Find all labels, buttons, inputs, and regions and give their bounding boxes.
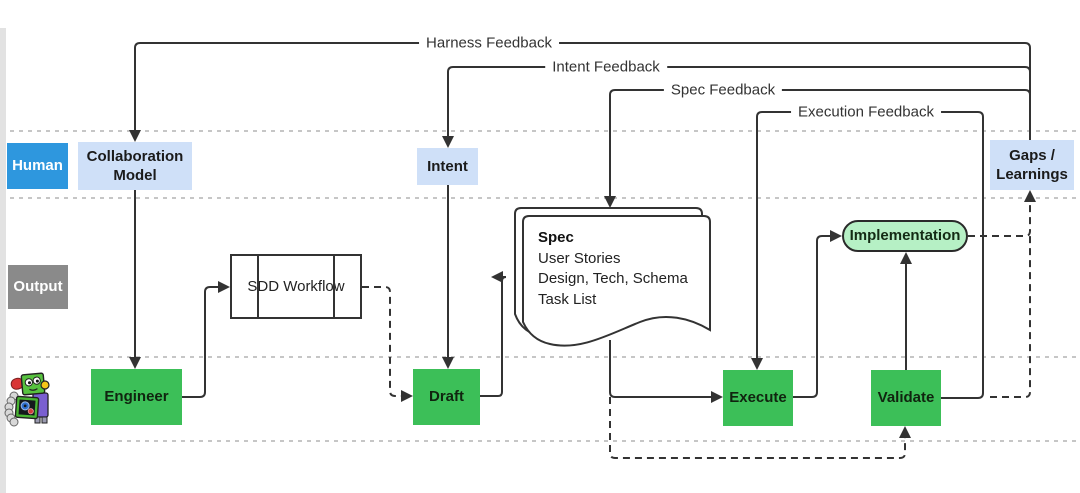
node-validate: Validate — [871, 370, 941, 426]
robot-icon — [4, 372, 50, 427]
edge-engineer-to-sdd — [182, 281, 230, 398]
node-engineer: Engineer — [91, 369, 182, 425]
lane-label-human: Human — [7, 143, 68, 189]
node-execute: Execute — [723, 370, 793, 426]
spec-line: Design, Tech, Schema — [538, 270, 688, 287]
node-implementation: Implementation — [842, 220, 968, 252]
spec-document-shape-front — [522, 215, 711, 347]
node-collaboration-model: Collaboration Model — [78, 142, 192, 190]
window-edge-strip — [0, 28, 6, 493]
edge-validate-to-gaps-dashed — [990, 236, 1031, 398]
spec-title: Spec — [538, 229, 574, 246]
edge-spec-feedback — [604, 89, 1031, 208]
edge-label-execution-feedback: Execution Feedback — [791, 102, 941, 122]
spec-line: User Stories — [538, 249, 621, 267]
edge-draft-to-spec — [480, 271, 507, 397]
edge-execute-to-implementation — [793, 230, 842, 398]
edge-implementation-to-gaps-dashed — [968, 190, 1036, 237]
node-draft: Draft — [413, 369, 480, 425]
edge-harness-feedback — [129, 42, 1031, 142]
edge-spec-to-validate-dashed — [609, 397, 911, 459]
node-intent: Intent — [417, 148, 478, 185]
node-sdd-workflow: SDD Workflow — [230, 254, 362, 319]
edge-intent-feedback — [442, 66, 1031, 148]
lane-label-output: Output — [8, 265, 68, 309]
edge-label-spec-feedback: Spec Feedback — [663, 80, 783, 100]
spec-line: Task List — [538, 290, 597, 308]
edge-spec-to-execute — [609, 340, 723, 403]
edge-execution-feedback — [751, 111, 984, 399]
edge-label-intent-feedback: Intent Feedback — [545, 57, 667, 77]
edge-sdd-to-draft-dashed — [362, 286, 413, 402]
edge-label-harness-feedback: Harness Feedback — [419, 33, 559, 53]
node-gaps-learnings: Gaps / Learnings — [990, 140, 1074, 190]
spec-document-text: Spec User Stories Design, Tech, Schema T… — [538, 228, 706, 310]
